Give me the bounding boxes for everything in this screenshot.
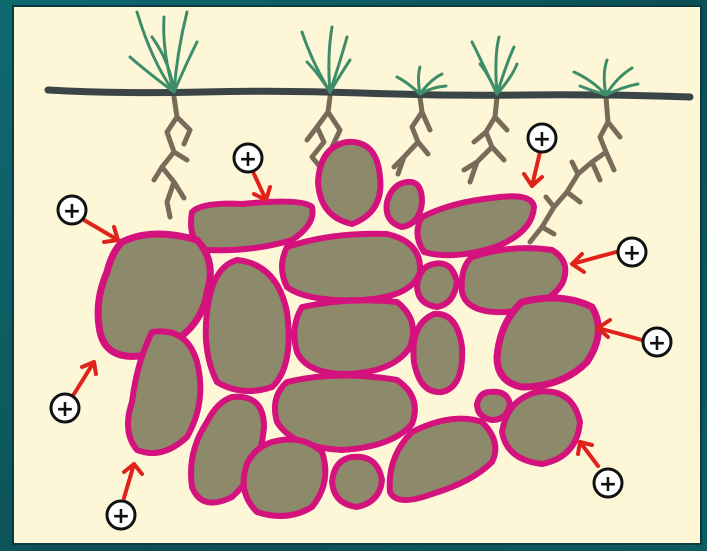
- diagram-canvas: + + + + +: [12, 5, 702, 545]
- soil-particle: [206, 260, 289, 391]
- soil-aggregate: [98, 142, 598, 516]
- grass: [130, 12, 638, 95]
- positive-charge-icon: +: [594, 469, 622, 497]
- charge-symbol: +: [63, 199, 81, 224]
- grass-plant-icon: [574, 60, 638, 95]
- positive-charge-icon: +: [107, 501, 135, 529]
- soil-particle: [318, 142, 380, 224]
- charge-symbol: +: [239, 147, 257, 172]
- positive-charge-icon: +: [643, 328, 671, 356]
- charge-symbol: +: [533, 127, 551, 152]
- arrow-icon: [84, 220, 118, 242]
- arrow-icon: [572, 252, 616, 272]
- grass-plant-icon: [130, 12, 197, 92]
- charge-symbol: +: [623, 241, 641, 266]
- positive-charge-icon: +: [58, 196, 86, 224]
- positive-charge-icon: +: [528, 124, 556, 152]
- charge-symbol: +: [599, 472, 617, 497]
- root-icon: [530, 97, 620, 242]
- arrow-icon: [524, 152, 542, 186]
- soil-particle: [413, 314, 462, 392]
- soil-particle: [502, 391, 580, 464]
- root-icon: [464, 97, 507, 182]
- root-icon: [154, 97, 190, 217]
- positive-charge-icon: +: [51, 394, 79, 422]
- arrow-icon: [578, 442, 598, 466]
- root-icon: [394, 97, 430, 174]
- grass-plant-icon: [397, 67, 446, 94]
- soil-particle: [497, 298, 598, 387]
- soil-particle: [244, 440, 326, 516]
- soil-particle: [417, 263, 457, 307]
- arrow-icon: [74, 362, 96, 394]
- soil-particle: [387, 182, 422, 227]
- soil-diagram: + + + + +: [14, 7, 704, 547]
- grass-plant-icon: [302, 27, 350, 92]
- arrow-icon: [598, 320, 642, 340]
- positive-charge-icon: +: [618, 238, 646, 266]
- soil-particle: [332, 457, 382, 507]
- grass-plant-icon: [472, 37, 517, 94]
- charge-symbol: +: [112, 504, 130, 529]
- charge-symbol: +: [648, 331, 666, 356]
- arrow-icon: [254, 174, 270, 200]
- arrow-icon: [124, 464, 142, 498]
- soil-particle: [294, 300, 413, 374]
- positive-charge-icon: +: [234, 144, 262, 172]
- charge-symbol: +: [56, 397, 74, 422]
- soil-particle: [282, 234, 420, 300]
